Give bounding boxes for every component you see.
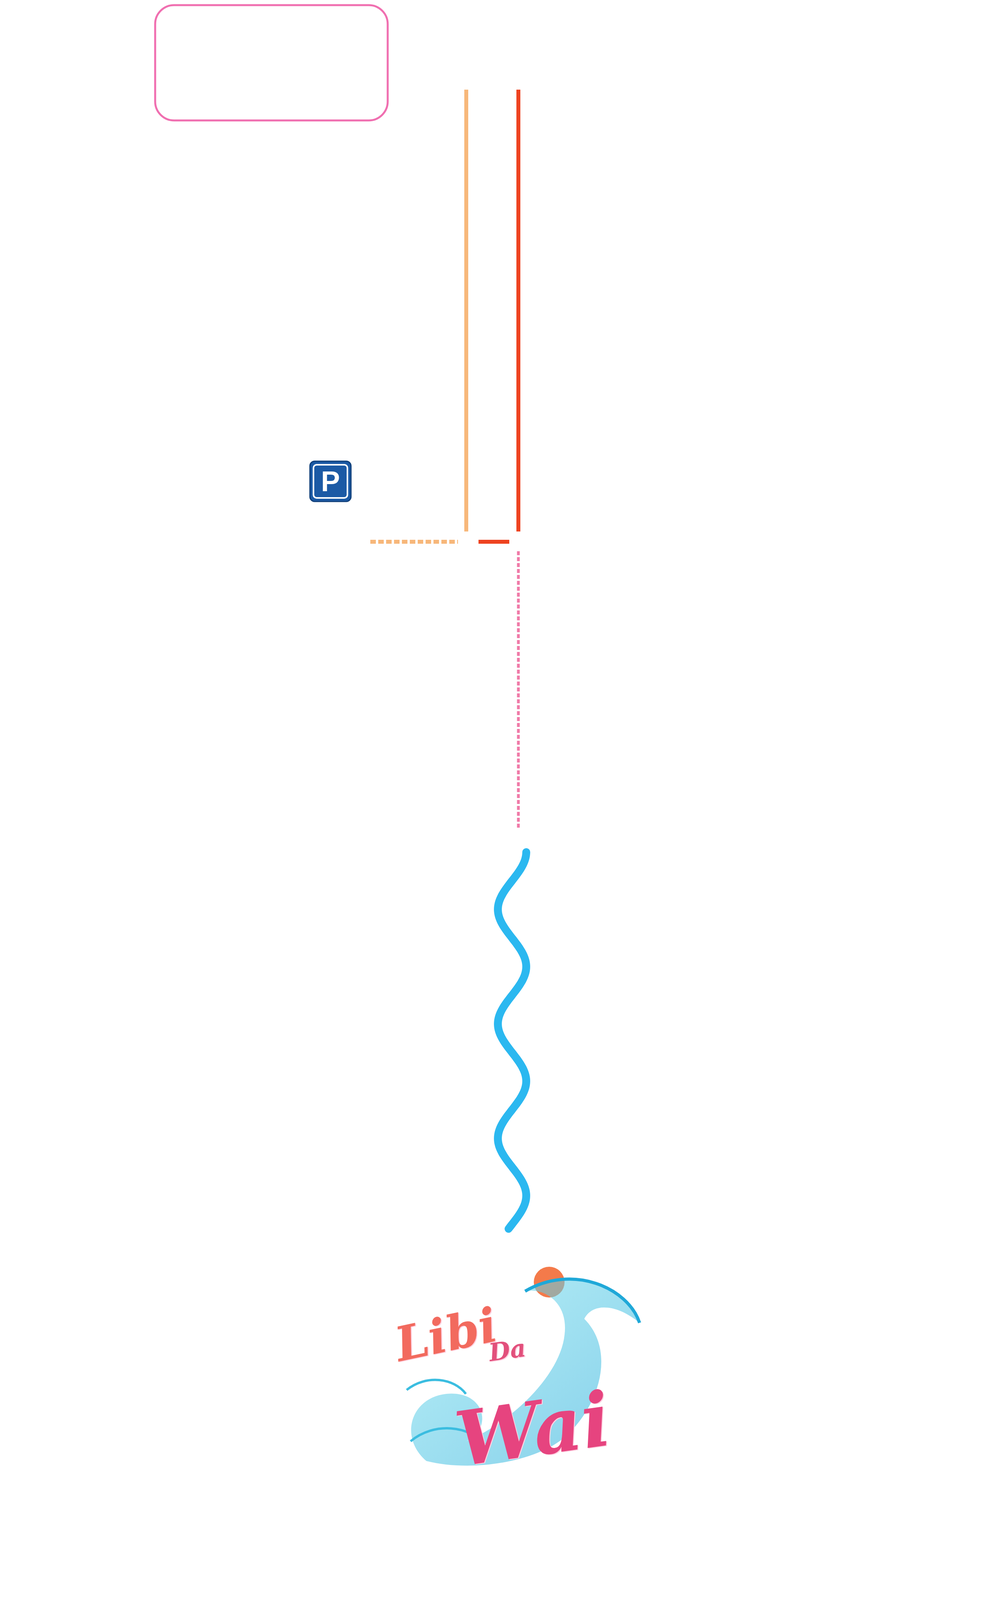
start-box bbox=[155, 5, 388, 121]
orange-dashed-route bbox=[370, 539, 458, 544]
logo-word: Wai bbox=[451, 1381, 616, 1478]
orange-route bbox=[464, 89, 469, 532]
red-route bbox=[516, 89, 521, 532]
logo-wave-swirl bbox=[406, 1379, 466, 1394]
pink-dashed-route bbox=[517, 551, 520, 829]
parking-letter: P bbox=[320, 467, 340, 496]
parking-icon bbox=[309, 461, 351, 502]
logo-wave-crest bbox=[525, 1278, 640, 1323]
parking-icon-border bbox=[313, 464, 348, 498]
blue-wavy-route bbox=[497, 851, 527, 1229]
red-short-route bbox=[478, 539, 510, 544]
logo-word: Libi bbox=[391, 1300, 502, 1368]
logo-word: Da bbox=[487, 1335, 528, 1365]
